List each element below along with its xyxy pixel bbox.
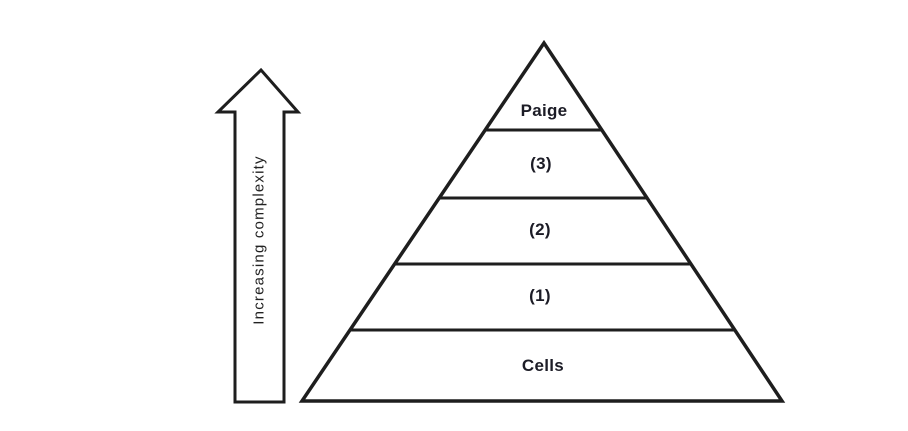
- pyramid-level-label-3: (3): [530, 154, 552, 173]
- pyramid-level-label-2: (2): [529, 220, 551, 239]
- increasing-complexity-label: Increasing complexity: [250, 155, 268, 325]
- pyramid-level-label-1: (1): [529, 286, 551, 305]
- pyramid-outline: [298, 39, 786, 403]
- pyramid-level-label-base: Cells: [521, 356, 565, 375]
- pyramid-level-label-top: Paige: [520, 101, 568, 120]
- up-arrow-shape: [214, 67, 302, 404]
